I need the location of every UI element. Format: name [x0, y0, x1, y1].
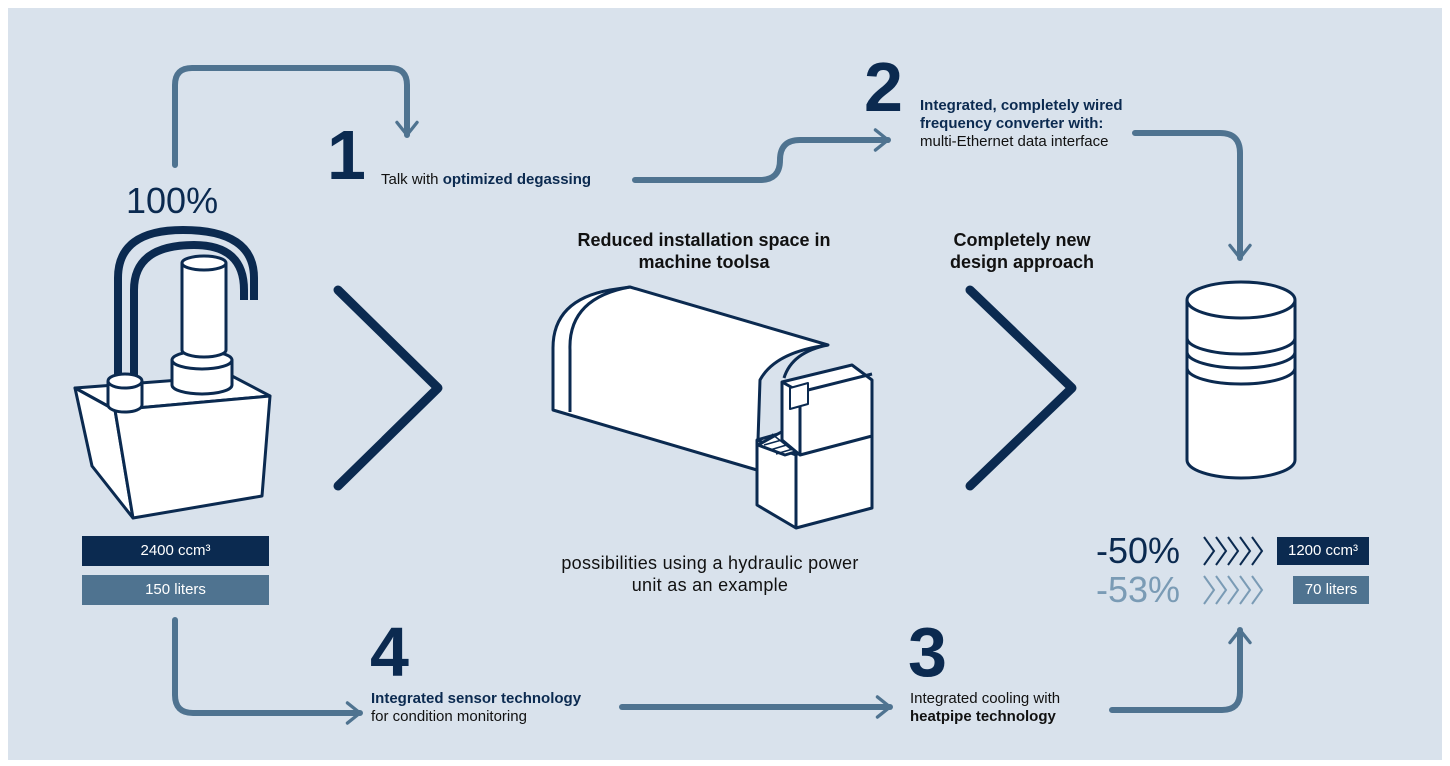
reduction-chevrons-icon	[1203, 575, 1264, 605]
chevron-right-icon	[965, 285, 1077, 491]
result-liters-badge: 70 liters	[1293, 576, 1369, 604]
compact-cylinder-icon	[1185, 280, 1297, 480]
arrow-tank-to-step4	[172, 617, 363, 725]
step2-number: 2	[864, 48, 903, 126]
result-ccm-badge: 1200 ccm³	[1277, 537, 1369, 565]
reduction-chevrons-icon	[1203, 536, 1264, 566]
arrow-to-step1	[172, 65, 419, 168]
arrow-step1-to-step2	[632, 128, 891, 183]
hydraulic-tank-icon	[73, 226, 272, 520]
center-caption: possibilities using a hydraulic power un…	[561, 553, 859, 595]
step4-number: 4	[370, 613, 409, 691]
right-heading: Completely new design approach	[949, 230, 1095, 272]
result-percent-ccm: -50%	[1096, 530, 1181, 571]
step1-number: 1	[327, 116, 366, 194]
center-heading: Reduced installation space in machine to…	[577, 230, 831, 272]
step1-label: Talk with optimized degassing	[381, 171, 592, 188]
volume-ccm-badge: 2400 ccm³	[82, 536, 269, 566]
hydraulic-power-unit-icon	[551, 285, 874, 530]
start-percent: 100%	[126, 180, 219, 221]
arrow-step2-to-cylinder	[1132, 130, 1252, 261]
step2-label: Integrated, completely wired frequency c…	[920, 97, 1123, 150]
arrow-step3-to-cylinder	[1109, 627, 1252, 713]
volume-liters-badge: 150 liters	[82, 575, 269, 605]
chevron-right-icon	[333, 285, 443, 491]
step3-number: 3	[908, 613, 947, 691]
result-percent-liters: -53%	[1096, 569, 1181, 610]
